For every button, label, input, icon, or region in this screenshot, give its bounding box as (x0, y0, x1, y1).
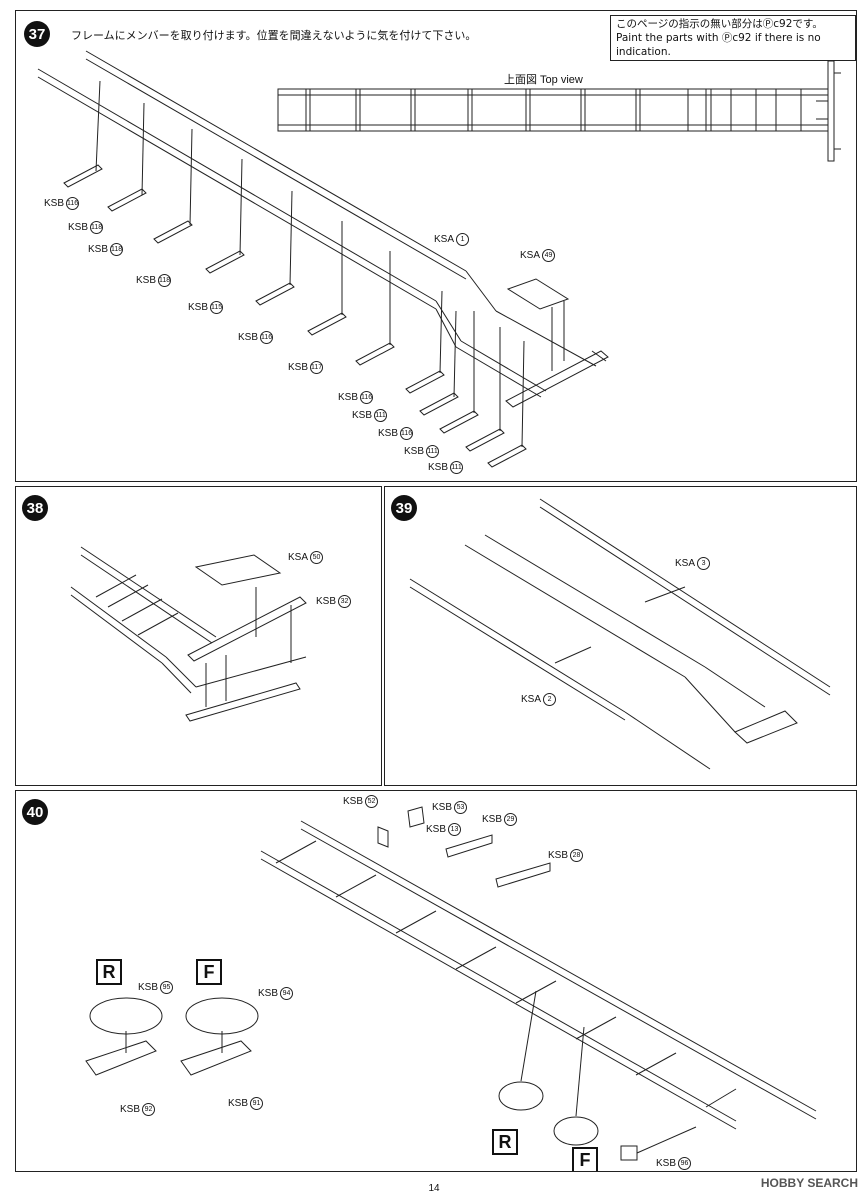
paint-note-jp: このページの指示の無い部分はⓅc92です。 (616, 18, 823, 30)
step-number-badge: 39 (391, 495, 417, 521)
paint-note-en: Paint the parts with Ⓟc92 if there is no… (616, 32, 821, 58)
step-40-panel: 40 (15, 790, 857, 1172)
step-37-drawing (37, 50, 841, 468)
step-40-drawing (85, 806, 817, 1161)
front-marker: F (196, 959, 222, 985)
step-number-badge: 40 (22, 799, 48, 825)
rear-marker: R (96, 959, 122, 985)
step-instruction: フレームにメンバーを取り付けます。位置を間違えないように気を付けて下さい。 (71, 29, 477, 42)
step-38-drawing (70, 546, 307, 722)
front-marker-lower: F (572, 1147, 598, 1171)
step-37-panel: 37 フレームにメンバーを取り付けます。位置を間違えないように気を付けて下さい。… (15, 10, 857, 482)
watermark: HOBBY SEARCH (760, 1176, 858, 1190)
topview-label: 上面図 Top view (504, 74, 583, 86)
step-number-badge: 38 (22, 495, 48, 521)
step-39-drawing (409, 498, 831, 770)
paint-note: このページの指示の無い部分はⓅc92です。 Paint the parts wi… (610, 15, 856, 61)
rear-marker-lower: R (492, 1129, 518, 1155)
page-number: 14 (428, 1183, 440, 1194)
step-number-badge: 37 (24, 21, 50, 47)
